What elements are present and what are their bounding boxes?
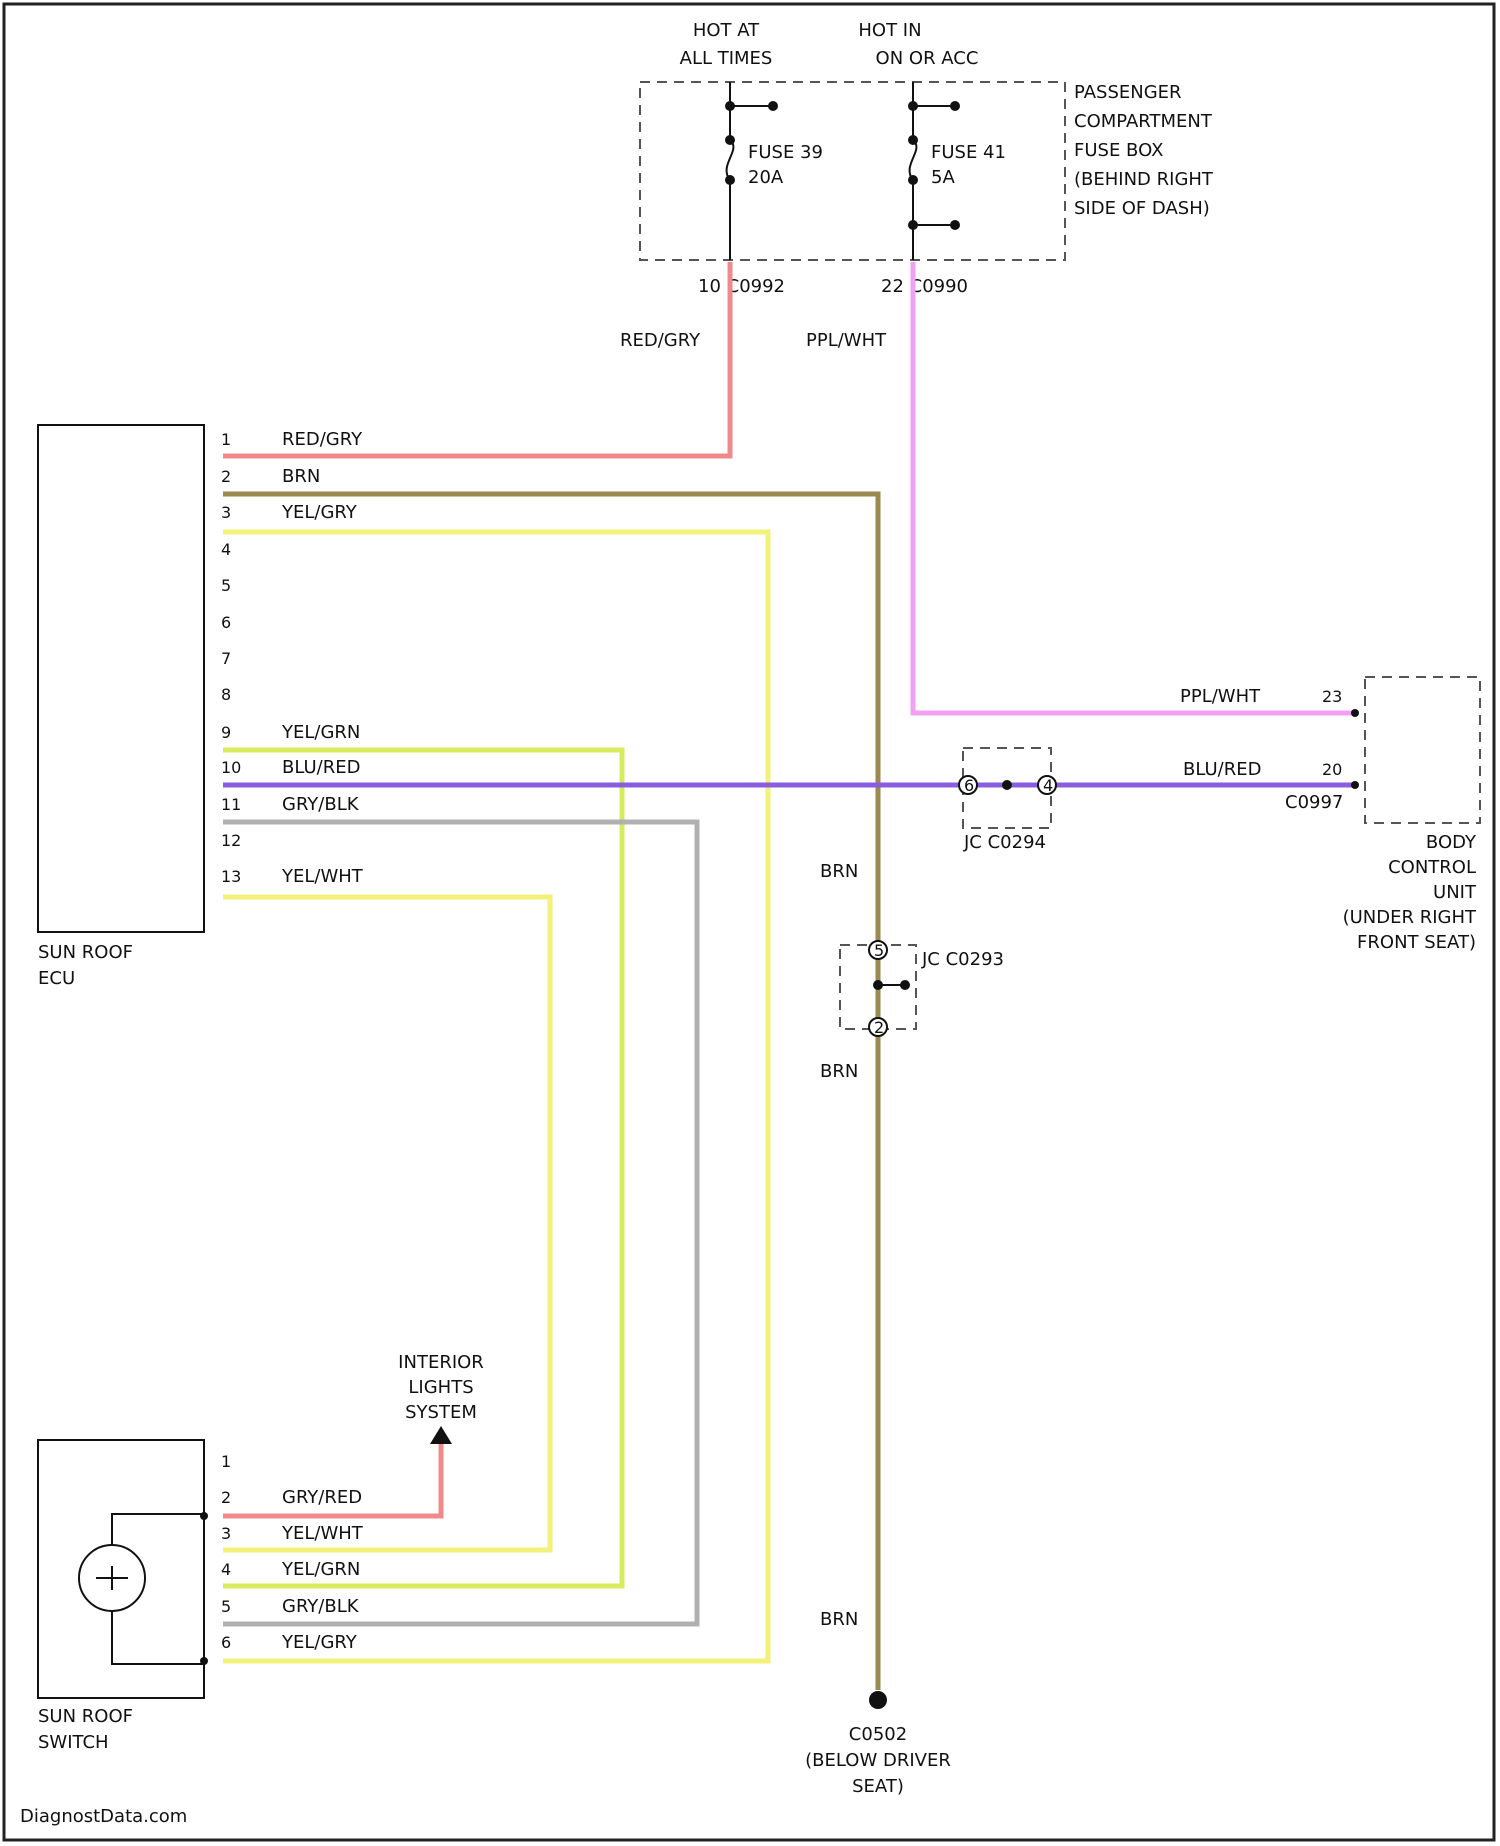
wire-red-gry [223,262,730,456]
ground-icon [869,1691,887,1709]
ecu-pin-11: 11 [221,795,241,814]
footer-credit: DiagnostData.com [20,1806,187,1827]
interior-lights-label-2: LIGHTS [408,1377,473,1398]
bcu-pin-20: 20 [1322,760,1342,779]
switch-pin-4: 4 [221,1560,231,1579]
bcu-name-4: (UNDER RIGHT [1343,907,1477,928]
switch-pin-1: 1 [221,1452,231,1471]
jc-c0294-pin-right: 4 [1043,776,1053,795]
wire-label-gry-blk: GRY/BLK [282,794,360,815]
fuse-box: HOT AT ALL TIMES HOT IN ON OR ACC PASSEN… [640,20,1214,297]
interior-lights-label-1: INTERIOR [398,1352,484,1373]
sun-roof-switch-name-1: SUN ROOF [38,1706,133,1727]
switch-wire-label-yel-grn: YEL/GRN [281,1559,360,1580]
fuse-41-symbol [910,140,917,180]
sun-roof-switch: 1 2 3 4 5 6 SUN ROOF SWITCH [38,1440,231,1753]
wire-label-yel-wht: YEL/WHT [281,866,364,887]
switch-wire-label-gry-red: GRY/RED [282,1487,362,1508]
fuse-box-name-2: COMPARTMENT [1074,111,1213,132]
bcu-name-1: BODY [1426,832,1477,853]
hot-at-label-2: ALL TIMES [680,48,773,69]
fuse-box-outline [640,82,1065,260]
hot-in-label-1: HOT IN [858,20,921,41]
ecu-pin-6: 6 [221,613,231,632]
switch-pin-5: 5 [221,1597,231,1616]
bcu-connector-label: C0997 [1285,792,1343,813]
ecu-pin-1: 1 [221,430,231,449]
bcu-outline [1365,677,1480,823]
ecu-pin-13: 13 [221,867,241,886]
connector-c0990-label: 22 C0990 [881,276,968,297]
fuse-41-label-2: 5A [931,167,955,188]
sun-roof-ecu-name-2: ECU [38,968,75,989]
wire-label-ppl-wht-right: PPL/WHT [1180,686,1261,707]
sun-roof-ecu-box [38,425,204,932]
ground-point: C0502 (BELOW DRIVER SEAT) [805,1691,951,1797]
wire-label-brn: BRN [282,466,320,487]
wire-label-blu-red: BLU/RED [282,757,360,778]
ground-label-2: (BELOW DRIVER [805,1750,951,1771]
ecu-pin-10: 10 [221,758,241,777]
jc-c0293-label: JC C0293 [921,949,1004,970]
sun-roof-ecu-name-1: SUN ROOF [38,942,133,963]
ecu-pin-7: 7 [221,649,231,668]
jc-c0293-pin-bottom: 2 [874,1018,884,1037]
switch-pin-6: 6 [221,1633,231,1652]
wire-label-brn-3: BRN [820,1609,858,1630]
ecu-pin-9: 9 [221,723,231,742]
wire-label-blu-red-right: BLU/RED [1183,759,1261,780]
wire-label-yel-gry: YEL/GRY [281,502,358,523]
ground-label-3: SEAT) [852,1776,904,1797]
fuse-39-symbol [727,140,734,180]
wire-ppl-wht [913,262,1355,713]
wire-label-brn-1: BRN [820,861,858,882]
switch-pin-3: 3 [221,1524,231,1543]
wire-label-red-gry: RED/GRY [282,429,363,450]
body-control-unit: 23 20 C0997 BODY CONTROL UNIT (UNDER RIG… [1285,677,1480,953]
switch-pin-2: 2 [221,1488,231,1507]
fuse-39-label-1: FUSE 39 [748,142,823,163]
jc-c0294-pin-left: 6 [964,776,974,795]
hot-in-label-2: ON OR ACC [876,48,979,69]
wire-yel-wht [223,897,550,1550]
arrow-up-icon [430,1426,452,1444]
bcu-name-2: CONTROL [1388,857,1476,878]
wires [223,262,1355,1690]
sun-roof-ecu: 1 2 3 4 5 6 7 8 9 10 11 12 13 SUN ROOF E… [38,425,241,989]
wire-label-brn-2: BRN [820,1061,858,1082]
jc-c0294-label: JC C0294 [963,832,1046,853]
jc-c0293-pin-top: 5 [874,941,884,960]
bcu-pin-23: 23 [1322,687,1342,706]
fuse-box-name-1: PASSENGER [1074,82,1182,103]
interior-lights-label-3: SYSTEM [405,1402,477,1423]
fuse-box-name-4: (BEHIND RIGHT [1074,169,1214,190]
connector-c0992-label: 10 C0992 [698,276,785,297]
wire-label-yel-grn: YEL/GRN [281,722,360,743]
ground-label-1: C0502 [849,1724,907,1745]
bcu-name-5: FRONT SEAT) [1357,932,1476,953]
fuse-39-label-2: 20A [748,167,784,188]
joint-connector-c0294: 6 4 JC C0294 [959,748,1056,853]
hot-at-label-1: HOT AT [693,20,760,41]
ecu-pin-4: 4 [221,540,231,559]
ecu-pin-5: 5 [221,576,231,595]
joint-connector-c0293: 5 2 JC C0293 [840,941,1004,1037]
ecu-pin-12: 12 [221,831,241,850]
ecu-pin-8: 8 [221,685,231,704]
wire-label-ppl-wht-top: PPL/WHT [806,330,887,351]
fuse-box-name-5: SIDE OF DASH) [1074,198,1210,219]
wire-label-red-gry-top: RED/GRY [620,330,701,351]
interior-lights-system: INTERIOR LIGHTS SYSTEM [398,1352,484,1444]
ecu-pin-3: 3 [221,503,231,522]
switch-wire-label-gry-blk: GRY/BLK [282,1596,360,1617]
sun-roof-switch-name-2: SWITCH [38,1732,109,1753]
ecu-pin-2: 2 [221,467,231,486]
switch-wire-label-yel-gry: YEL/GRY [281,1632,358,1653]
switch-wire-label-yel-wht: YEL/WHT [281,1523,364,1544]
bcu-name-3: UNIT [1433,882,1477,903]
fuse-box-name-3: FUSE BOX [1074,140,1163,161]
fuse-41-label-1: FUSE 41 [931,142,1006,163]
